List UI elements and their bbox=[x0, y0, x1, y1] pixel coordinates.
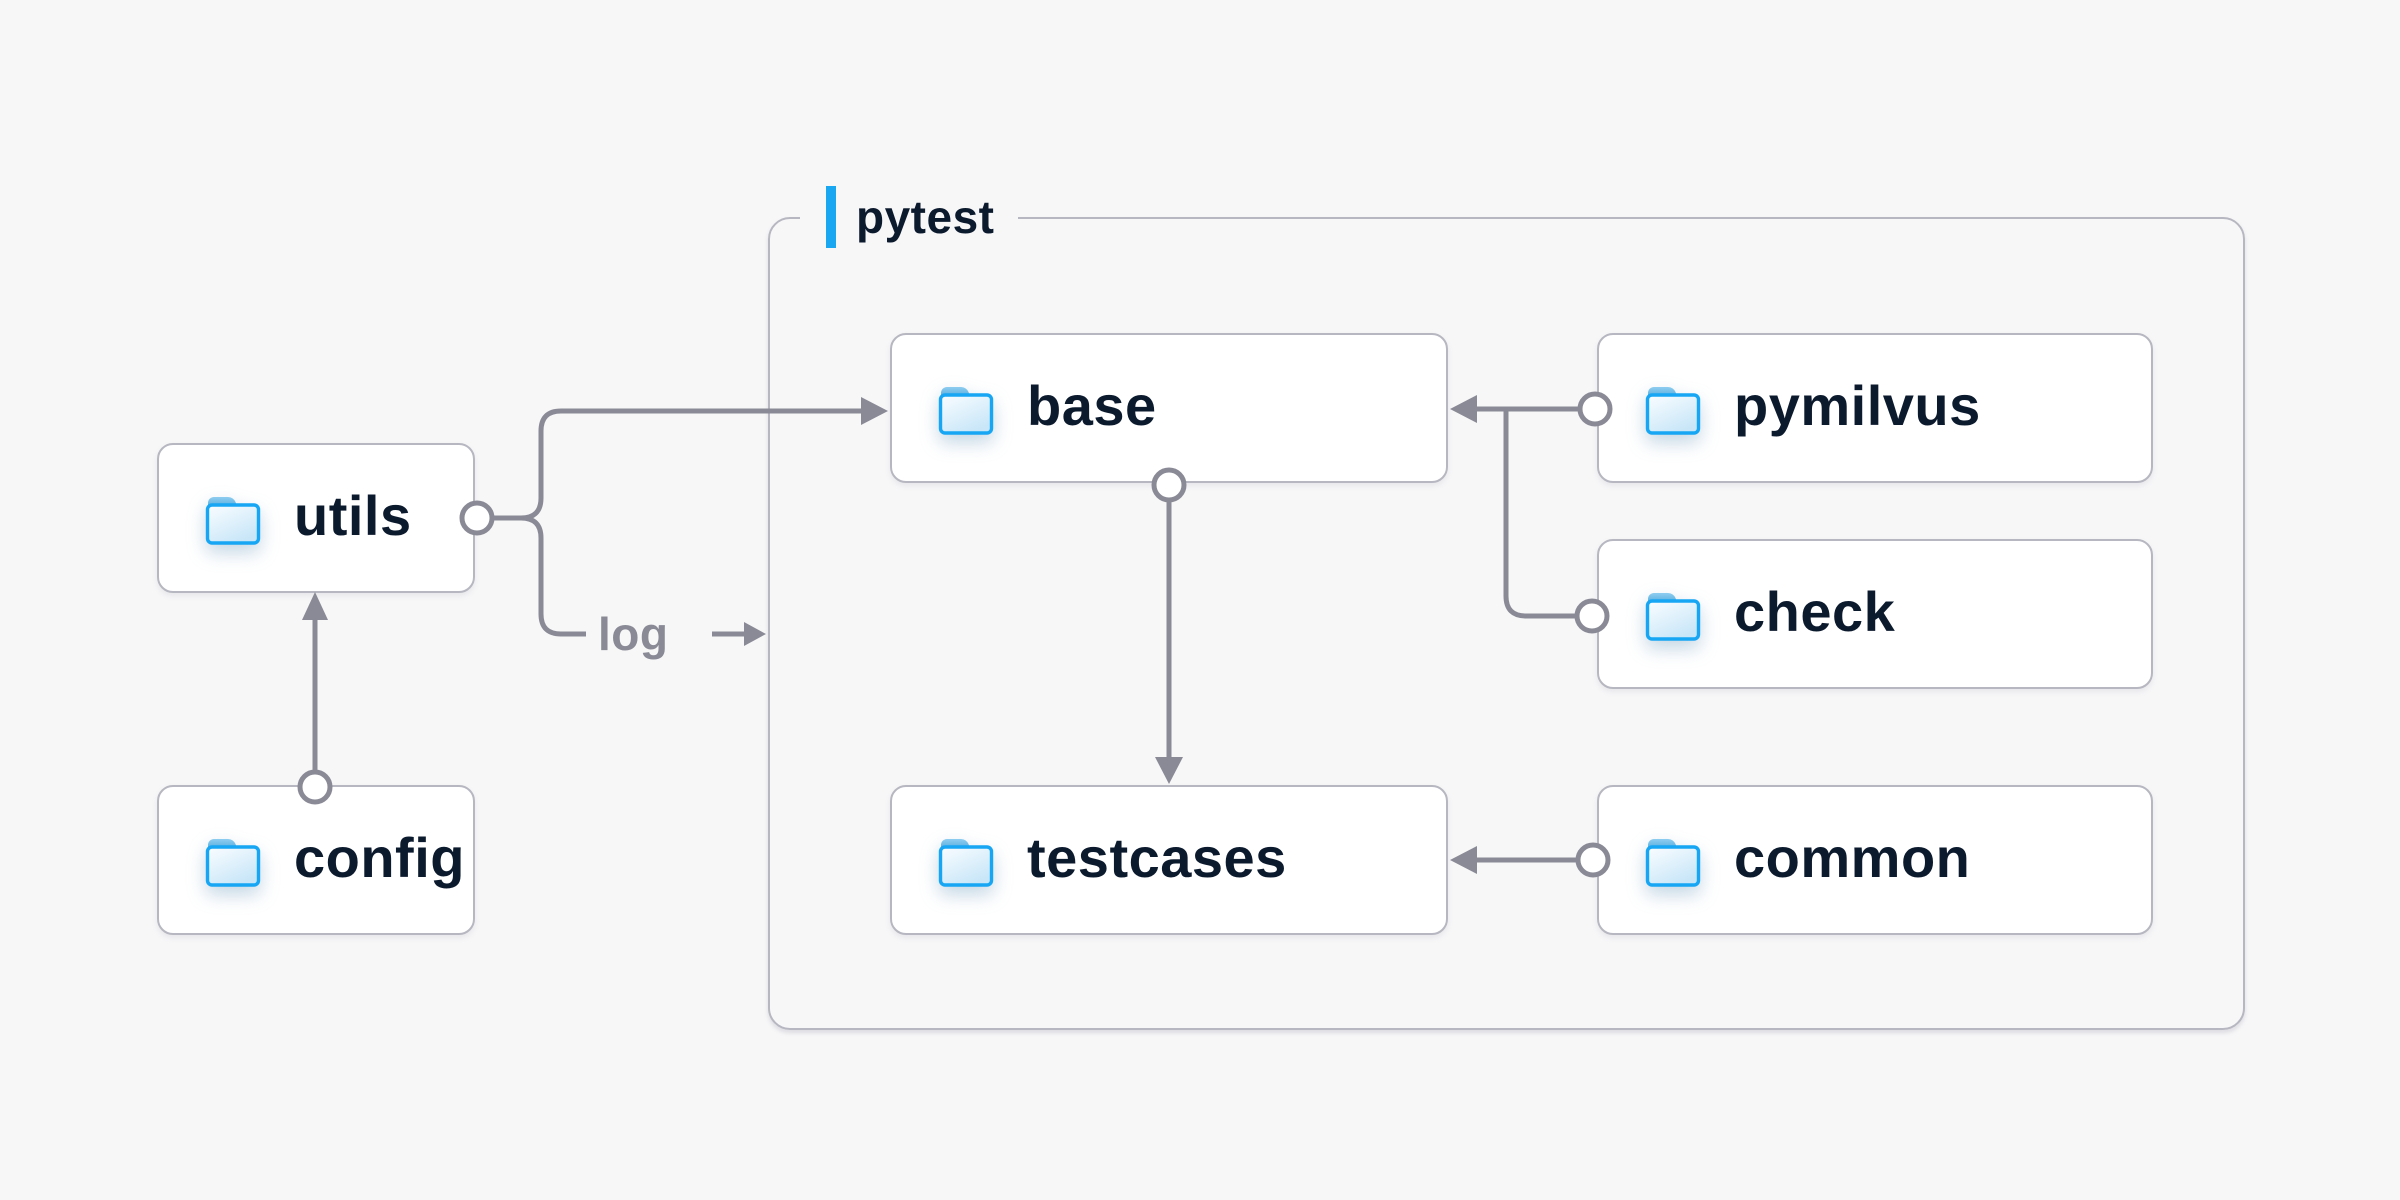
folder-icon bbox=[1645, 591, 1701, 641]
folder-icon bbox=[938, 385, 994, 435]
edge-label-log: log bbox=[598, 608, 669, 660]
node-config-label: config bbox=[294, 826, 465, 889]
edge-log-arrow bbox=[712, 622, 766, 646]
group-pytest-title: pytest bbox=[856, 191, 995, 243]
node-common-label: common bbox=[1734, 826, 1971, 889]
group-pytest-container bbox=[768, 217, 2245, 1030]
node-common: common bbox=[1597, 785, 2153, 935]
folder-icon bbox=[205, 495, 261, 545]
folder-icon bbox=[1645, 385, 1701, 435]
node-check: check bbox=[1597, 539, 2153, 689]
node-pymilvus-label: pymilvus bbox=[1734, 374, 1981, 437]
folder-icon bbox=[1645, 837, 1701, 887]
node-utils: utils bbox=[157, 443, 475, 593]
group-pytest-label: pytest bbox=[800, 182, 1019, 252]
node-testcases: testcases bbox=[890, 785, 1448, 935]
node-base-label: base bbox=[1027, 374, 1157, 437]
edge-config-utils bbox=[297, 592, 333, 805]
node-config: config bbox=[157, 785, 475, 935]
accent-bar-icon bbox=[826, 186, 836, 248]
node-utils-label: utils bbox=[294, 484, 412, 547]
folder-icon bbox=[938, 837, 994, 887]
node-check-label: check bbox=[1734, 580, 1896, 643]
node-base: base bbox=[890, 333, 1448, 483]
node-testcases-label: testcases bbox=[1027, 826, 1287, 889]
node-pymilvus: pymilvus bbox=[1597, 333, 2153, 483]
folder-icon bbox=[205, 837, 261, 887]
